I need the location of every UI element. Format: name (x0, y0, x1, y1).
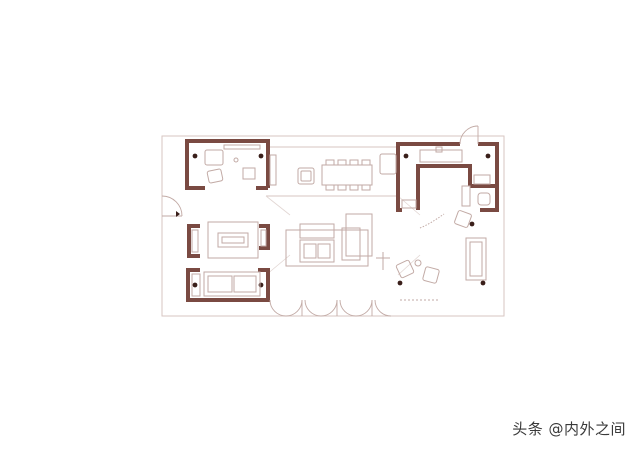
wall-right-block (396, 142, 460, 186)
entry-door (161, 195, 183, 217)
wall-bedroom-bottom-left (186, 268, 270, 302)
sofa-living (299, 223, 335, 239)
wall-bedroom-top-left (185, 139, 270, 190)
french-doors (269, 299, 287, 317)
furniture (191, 144, 491, 301)
sofa-bottom-left (203, 271, 261, 297)
column-dots (192, 153, 491, 288)
walls (185, 139, 499, 302)
living-rug (285, 229, 369, 267)
armchair-top-left (204, 149, 224, 166)
center-rug-left (207, 221, 259, 259)
armchair-right-1 (395, 259, 415, 279)
dining-table (321, 164, 373, 186)
outer-boundary (161, 135, 505, 317)
watermark-text: 头条 @内外之间 (512, 420, 626, 438)
tv-console (217, 232, 249, 248)
sofa-right (465, 237, 487, 281)
wall-left-room (187, 224, 200, 258)
doors (161, 125, 479, 317)
entry-arrow (176, 211, 180, 217)
